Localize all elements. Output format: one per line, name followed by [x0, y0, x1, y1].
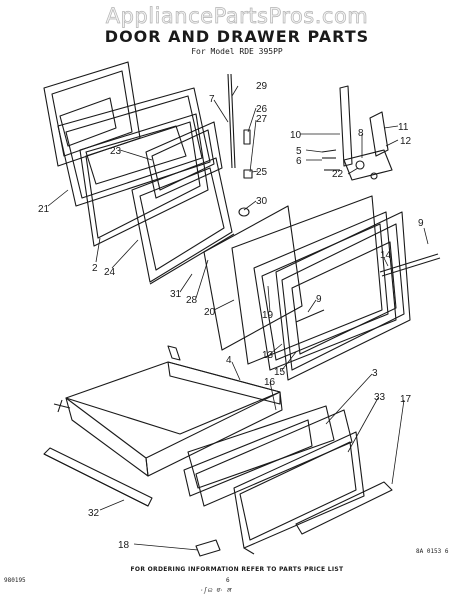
part-label-2: 2 [92, 263, 98, 274]
part-label-4: 4 [226, 355, 232, 366]
door-hinge-assembly [321, 85, 393, 181]
part-label-33: 33 [374, 392, 386, 403]
oven-door-inner-panel [131, 157, 235, 285]
part-label-11: 11 [398, 122, 409, 133]
outer-door-frame [275, 211, 411, 381]
part-label-25: 25 [256, 167, 268, 178]
part-label-22: 22 [332, 169, 344, 180]
hinge-rod [227, 73, 236, 169]
part-label-8: 8 [358, 128, 364, 139]
part-label-18: 18 [118, 540, 130, 551]
page-title: DOOR AND DRAWER PARTS [104, 27, 370, 46]
part-label-10: 10 [290, 130, 302, 141]
part-label-17: 17 [400, 394, 412, 405]
model-subtitle: For Model RDE 395PP [191, 47, 283, 56]
part-label-12: 12 [400, 136, 412, 147]
part-label-27: 27 [256, 114, 268, 125]
drawer-front-panel [183, 405, 335, 497]
leader-lines [47, 85, 429, 551]
part-label-28: 28 [186, 295, 198, 306]
part-label-9: 9 [316, 294, 322, 305]
part-label-13: 13 [262, 350, 274, 361]
part-label-20: 20 [204, 307, 216, 318]
door-clips [238, 129, 253, 217]
diagram-reference-code: 8A 0153 6 [416, 548, 449, 555]
part-label-5: 5 [296, 146, 302, 157]
ordering-info-note: FOR ORDERING INFORMATION REFER TO PARTS … [130, 566, 344, 573]
part-label-6: 6 [296, 156, 302, 167]
inner-door-frame [79, 113, 209, 247]
part-label-3: 3 [372, 368, 378, 379]
page-number: 6 [226, 577, 230, 584]
part-label-26: 26 [256, 104, 268, 115]
part-label-14: 14 [380, 250, 392, 261]
door-glass [203, 205, 303, 351]
kick-plate [195, 539, 221, 557]
drawer-door-frame [233, 431, 365, 555]
part-label-31: 31 [170, 289, 182, 300]
part-number-labels: 29 7 26 27 23 25 30 21 2 24 31 28 20 19 … [38, 81, 424, 551]
part-label-24: 24 [104, 267, 116, 278]
part-label-29: 29 [256, 81, 268, 92]
part-label-9-handle: 9 [418, 218, 424, 229]
watermark-text: AppliancePartsPros.com [105, 4, 369, 29]
part-label-7: 7 [209, 94, 215, 105]
part-label-23: 23 [110, 146, 122, 157]
document-number: 980195 [4, 577, 26, 584]
window-frame [253, 211, 397, 371]
door-glass-rear [231, 195, 383, 365]
part-label-16: 16 [264, 377, 276, 388]
part-label-19: 19 [262, 310, 274, 321]
door-handle [295, 253, 441, 323]
part-label-32: 32 [88, 508, 100, 519]
drawer-rail [43, 447, 153, 507]
storage-drawer [53, 345, 283, 477]
door-liner [57, 87, 211, 207]
part-label-21: 21 [38, 204, 50, 215]
drawer-back-panel [195, 409, 353, 507]
part-label-30: 30 [256, 196, 268, 207]
drawer-slide-rail [295, 481, 393, 535]
handwritten-signature: ·ʃଇ ध· ल [200, 587, 231, 594]
part-label-15: 15 [274, 367, 286, 378]
